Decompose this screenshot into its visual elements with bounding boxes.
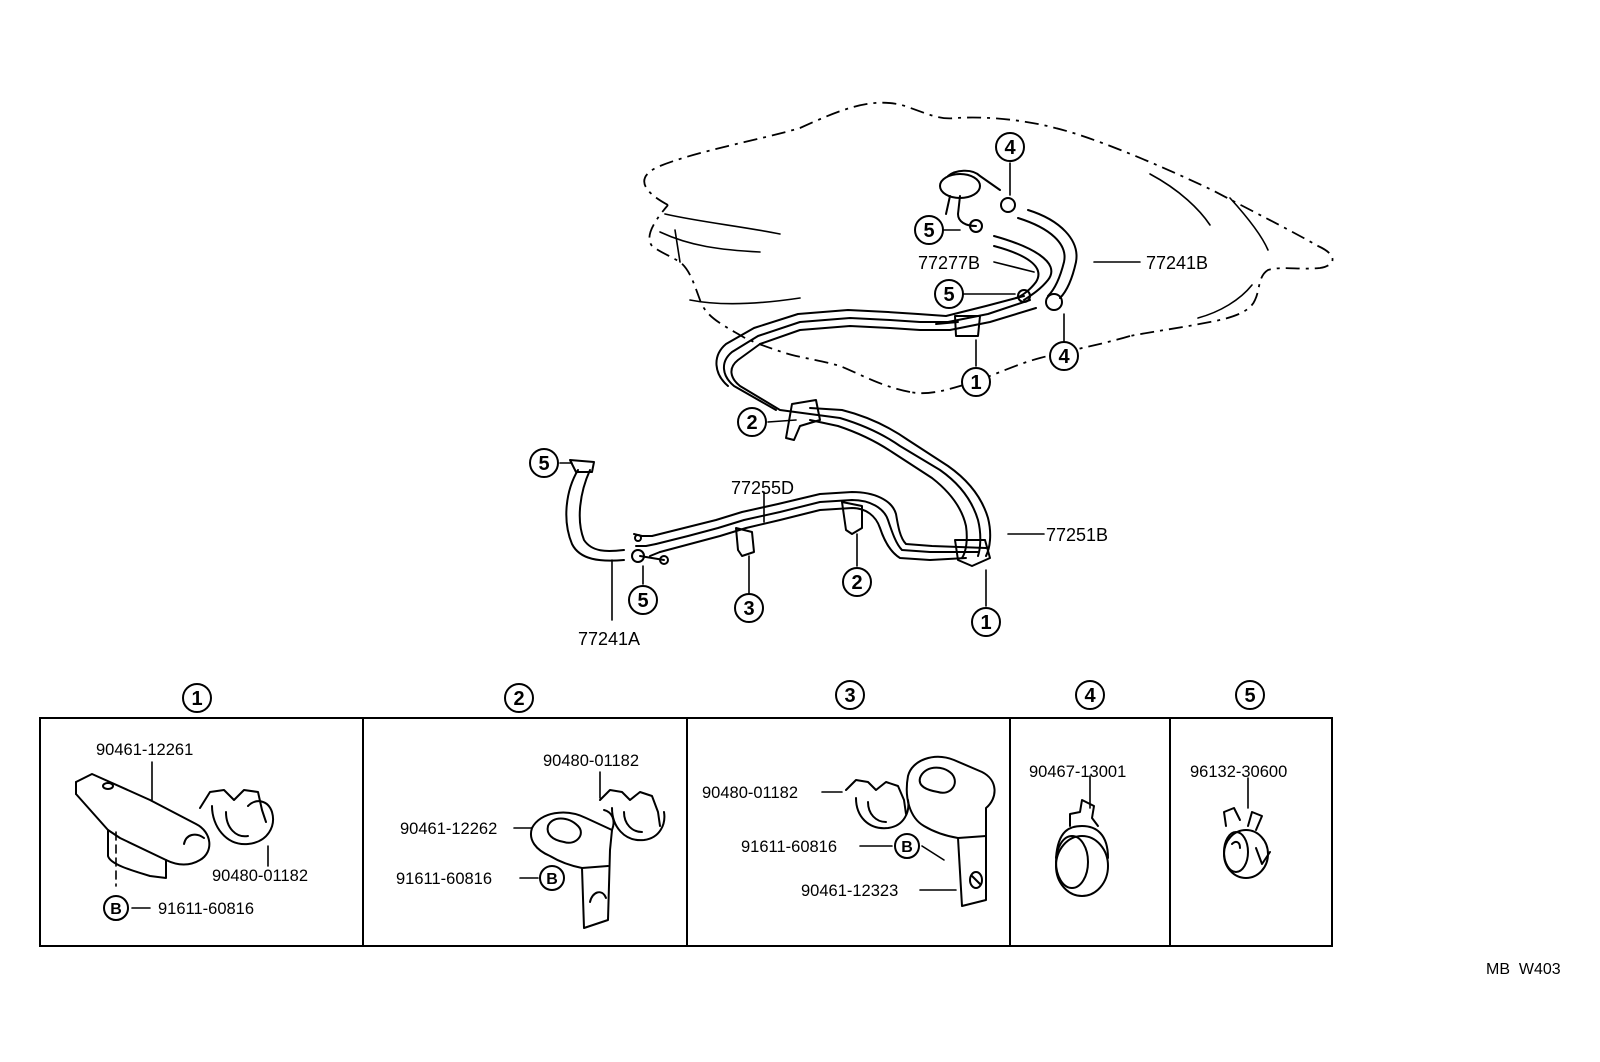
panel-2: 90480-01182 90461-12262 91611-60816 B	[396, 752, 666, 929]
svg-text:5: 5	[1244, 685, 1255, 707]
svg-text:4: 4	[1058, 346, 1070, 368]
panel-4-label-90467-13001: 90467-13001	[1029, 763, 1126, 781]
panel-header-3: 3	[835, 680, 865, 710]
panel-header-1: 1	[182, 683, 212, 713]
label-77251B: 77251B	[1046, 525, 1108, 545]
pipe-clamps	[735, 315, 991, 567]
svg-text:3: 3	[743, 598, 754, 620]
callout-2-rear: 2	[737, 407, 767, 437]
callout-5-lower: 5	[628, 585, 658, 615]
panel-header-4: 4	[1075, 680, 1105, 710]
panel-headers: 1 2 3 4 5	[182, 680, 1265, 713]
svg-text:4: 4	[1004, 137, 1016, 159]
panel-5: 96132-30600	[1190, 763, 1287, 879]
svg-text:B: B	[901, 839, 913, 856]
callout-4-top: 4	[995, 132, 1025, 162]
svg-text:5: 5	[923, 220, 934, 242]
label-77255D: 77255D	[731, 478, 794, 498]
callout-1-lower: 1	[971, 607, 1001, 637]
callouts-main: 4 5 5 4 1 2 5 5	[529, 132, 1079, 637]
panel-2-label-91611-60816: 91611-60816	[396, 870, 492, 888]
part-labels-main: 77277B 77241B 77255D 77251B 77241A	[578, 253, 1208, 649]
panel-3-label-90461-12323: 90461-12323	[801, 882, 898, 900]
diagram-reference-code: MB W403	[1486, 961, 1561, 978]
callout-3-lower: 3	[734, 593, 764, 623]
panel-3-label-91611-60816: 91611-60816	[741, 838, 837, 856]
panel-2-label-90480-01182: 90480-01182	[543, 752, 639, 770]
svg-text:5: 5	[943, 284, 954, 306]
svg-text:2: 2	[513, 688, 524, 710]
callout-2-lower: 2	[842, 567, 872, 597]
panel-1: 90461-12261 90480-01182 91611-60816 B	[75, 741, 308, 921]
panel-3: 90480-01182 91611-60816 B 90461-12323	[702, 755, 996, 907]
svg-text:2: 2	[746, 412, 757, 434]
panel-1-label-90461-12261: 90461-12261	[96, 741, 193, 759]
callout-5-mid: 5	[934, 279, 964, 309]
panel-2-label-90461-12262: 90461-12262	[400, 820, 497, 838]
svg-text:3: 3	[844, 685, 855, 707]
front-hose	[565, 459, 645, 563]
callout-4-mid: 4	[1049, 341, 1079, 371]
svg-text:B: B	[546, 871, 558, 888]
callout-5-front: 5	[529, 448, 559, 478]
filler-hose-assembly	[939, 169, 1078, 311]
panel-1-label-91611-60816: 91611-60816	[158, 900, 254, 918]
label-77277B: 77277B	[918, 253, 980, 273]
leader-lines	[559, 162, 1141, 621]
fuel-tank-outline	[643, 101, 1334, 395]
callout-1-rear: 1	[961, 367, 991, 397]
panel-5-label-96132-30600: 96132-30600	[1190, 763, 1287, 781]
svg-text:1: 1	[970, 372, 981, 394]
panel-frame	[39, 717, 1333, 947]
label-77241B: 77241B	[1146, 253, 1208, 273]
panel-header-2: 2	[504, 683, 534, 713]
panel-1-label-90480-01182: 90480-01182	[212, 867, 308, 885]
svg-text:2: 2	[851, 572, 862, 594]
svg-text:5: 5	[637, 590, 648, 612]
panel-header-5: 5	[1235, 680, 1265, 710]
svg-text:B: B	[110, 901, 122, 918]
panel-3-label-90480-01182: 90480-01182	[702, 784, 798, 802]
label-77241A: 77241A	[578, 629, 640, 649]
svg-text:1: 1	[191, 688, 202, 710]
svg-text:5: 5	[538, 453, 549, 475]
svg-text:1: 1	[980, 612, 991, 634]
svg-text:4: 4	[1084, 685, 1096, 707]
panel-4: 90467-13001	[1029, 763, 1126, 897]
callout-5-top: 5	[914, 215, 944, 245]
fuel-pipe-main	[633, 295, 1037, 565]
